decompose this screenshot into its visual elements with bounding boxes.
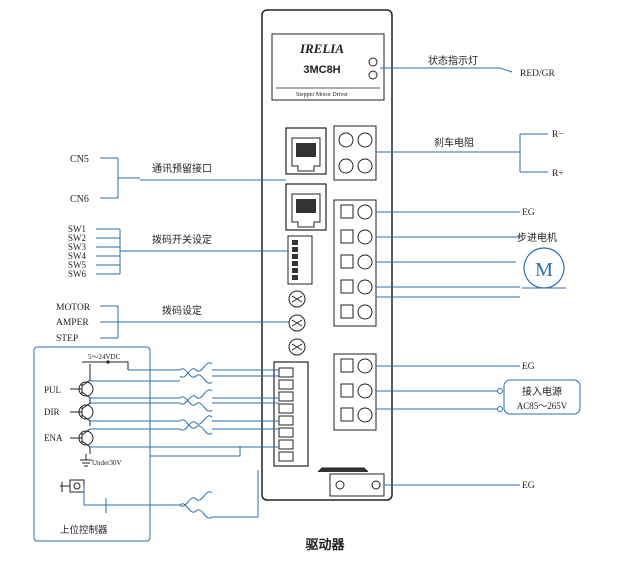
brake-resistor-label: 刹车电阻 bbox=[434, 136, 474, 149]
eg-top-label: EG bbox=[522, 208, 535, 218]
rj45-port-cn5 bbox=[285, 127, 327, 175]
sw4-label: SW4 bbox=[68, 251, 87, 261]
ground-annotation: EG bbox=[384, 481, 535, 491]
ac-range-label: AC85～265V bbox=[517, 401, 568, 411]
driver-caption: 驱动器 bbox=[305, 537, 345, 552]
power-annotation: EG 接入电源 AC85～265V bbox=[376, 362, 581, 415]
motor-label: MOTOR bbox=[56, 303, 91, 313]
status-led-top bbox=[368, 57, 378, 67]
motor-terminals bbox=[333, 199, 377, 327]
brand-logo: IRELIA bbox=[299, 41, 344, 56]
host-controller-label: 上位控制器 bbox=[60, 524, 108, 536]
status-light-label: 状态指示灯 bbox=[428, 54, 478, 67]
transistor-ena bbox=[70, 428, 94, 454]
cn6-label: CN6 bbox=[70, 194, 89, 205]
dip-switch-block bbox=[287, 235, 313, 285]
host-controller: 5～24VDC PUL DIR ENA Under30V 上位控制器 bbox=[33, 346, 151, 542]
sw2-label: SW2 bbox=[68, 233, 86, 243]
dial-annotation: MOTOR AMPER STEP 拨码设定 bbox=[56, 303, 289, 344]
comm-port-label: 通讯预留接口 bbox=[152, 162, 212, 175]
status-light-annotation: 状态指示灯 RED/GR bbox=[380, 54, 556, 79]
mounting-base bbox=[317, 467, 385, 497]
signal-wires bbox=[83, 362, 279, 519]
dir-label: DIR bbox=[44, 407, 60, 417]
stepper-motor-label: 步进电机 bbox=[517, 231, 557, 244]
eg-bottom-label: EG bbox=[522, 481, 535, 491]
transistor-dir bbox=[70, 402, 94, 426]
motor-symbol-label: M bbox=[535, 259, 553, 281]
pul-label: PUL bbox=[44, 385, 61, 395]
dial-setting-label: 拨码设定 bbox=[162, 304, 202, 317]
amper-label: AMPER bbox=[56, 318, 89, 328]
dip-setting-label: 拨码开关设定 bbox=[152, 233, 212, 246]
power-in-label: 接入电源 bbox=[522, 385, 562, 398]
power-terminals bbox=[333, 353, 377, 431]
driver-body: IRELIA 3MC8H Stepper Motor Driver bbox=[261, 9, 393, 501]
ena-label: ENA bbox=[44, 433, 63, 443]
sw6-label: SW6 bbox=[68, 269, 87, 279]
under30v-label: Under30V bbox=[92, 459, 122, 467]
motor-annotation: EG 步进电机 M bbox=[376, 208, 566, 298]
r-minus-label: R− bbox=[552, 130, 564, 140]
motor-symbol: M bbox=[522, 247, 566, 289]
dip-annotation: SW1 SW2 SW3 SW4 SW5 SW6 拨码开关设定 bbox=[68, 224, 288, 279]
step-label: STEP bbox=[56, 334, 78, 344]
driver-subtitle: Stepper Motor Driver bbox=[296, 92, 348, 98]
model-label: 3MC8H bbox=[303, 64, 340, 76]
rotary-dials bbox=[288, 290, 306, 356]
eg-mid-label: EG bbox=[522, 362, 535, 372]
status-led-bottom bbox=[368, 70, 378, 80]
r-plus-label: R+ bbox=[552, 169, 564, 179]
brake-resistor-terminals bbox=[333, 125, 377, 181]
sw1-label: SW1 bbox=[68, 224, 86, 234]
red-gr-label: RED/GR bbox=[520, 69, 556, 79]
vdc-label: 5～24VDC bbox=[88, 353, 121, 361]
comm-port-annotation: CN5 CN6 通讯预留接口 bbox=[70, 154, 286, 205]
brake-resistor-annotation: 刹车电阻 R− R+ bbox=[376, 130, 564, 179]
signal-terminal-strip bbox=[273, 361, 309, 467]
cn5-label: CN5 bbox=[70, 154, 89, 165]
sw5-label: SW5 bbox=[68, 260, 87, 270]
sw3-label: SW3 bbox=[68, 242, 87, 252]
rj45-port-cn6 bbox=[285, 183, 327, 231]
transistor-pul bbox=[70, 364, 94, 404]
